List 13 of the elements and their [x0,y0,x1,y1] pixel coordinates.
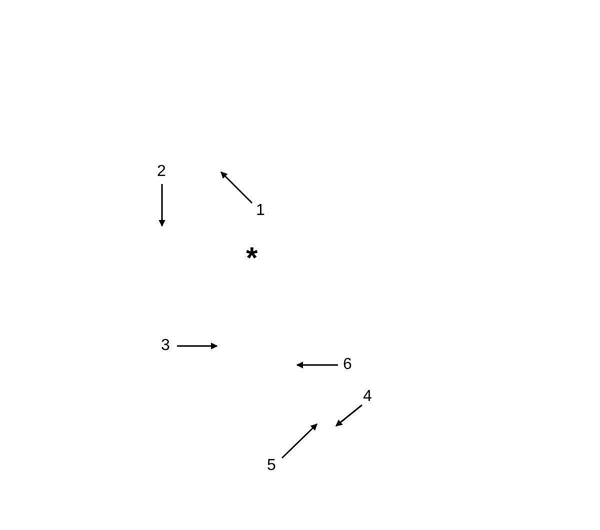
leader-arrow [296,362,338,368]
leader-arrow [281,423,318,459]
callout-number: 2 [157,163,166,181]
asterisk-mark: * [246,244,258,274]
callout-number: 1 [256,202,265,220]
leader-arrow [177,342,218,350]
callout-number: 3 [161,337,170,355]
callout-number: 4 [363,388,372,406]
callout-number: 6 [343,356,352,374]
callout-number: 5 [267,457,276,475]
leader-arrow [335,404,362,427]
leader-arrow [220,171,253,204]
leader-arrow [158,184,166,227]
